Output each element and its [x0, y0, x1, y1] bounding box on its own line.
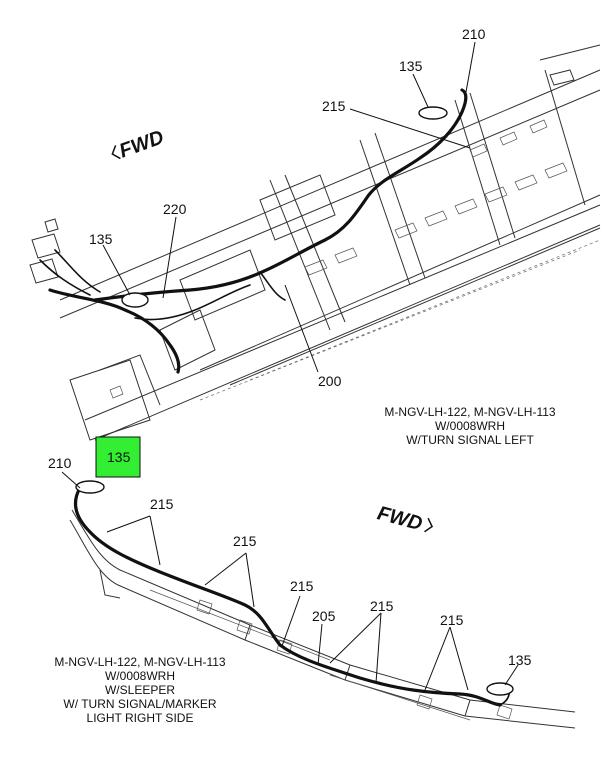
callout-205-bottom: 205	[312, 608, 336, 624]
bottom-caption: M-NGV-LH-122, M-NGV-LH-113 W/0008WRH W/S…	[54, 655, 225, 725]
callout-220-top: 220	[163, 201, 187, 217]
bottom-callouts: 210 215 215 215 205 215 215 135	[48, 455, 532, 691]
top-caption-line-2: W/0008WRH	[435, 419, 505, 433]
bottom-lamp-front	[75, 480, 105, 494]
callout-215-bottom-3: 215	[290, 578, 314, 594]
top-caption: M-NGV-LH-122, M-NGV-LH-113 W/0008WRH W/T…	[384, 405, 555, 447]
bottom-caption-line-4: W/ TURN SIGNAL/MARKER	[63, 697, 216, 711]
bottom-caption-line-3: W/SLEEPER	[105, 683, 175, 697]
callout-135-top-front: 135	[89, 231, 113, 247]
top-chassis-frame	[29, 44, 601, 441]
callout-135-top-rear: 135	[399, 58, 423, 74]
top-caption-line-3: W/TURN SIGNAL LEFT	[406, 433, 534, 447]
callout-215-bottom-5: 215	[440, 612, 464, 628]
callout-215-bottom-1: 215	[150, 496, 174, 512]
top-harness	[39, 88, 468, 374]
callout-215-bottom-2: 215	[233, 533, 257, 549]
bottom-fwd-indicator: FWD	[375, 502, 434, 535]
highlight-callout-135: 135	[107, 449, 131, 465]
bottom-lamp-rear	[486, 682, 514, 696]
callout-210-top: 210	[462, 26, 486, 42]
highlight-callout-box[interactable]	[95, 436, 141, 478]
top-fwd-label: FWD	[116, 126, 166, 162]
callout-215-top: 215	[322, 98, 346, 114]
top-caption-line-1: M-NGV-LH-122, M-NGV-LH-113	[384, 405, 555, 419]
callout-200-top: 200	[318, 373, 342, 389]
bottom-caption-line-1: M-NGV-LH-122, M-NGV-LH-113	[54, 655, 225, 669]
bottom-fwd-label: FWD	[375, 502, 425, 535]
top-fwd-indicator: FWD	[111, 126, 167, 163]
callout-135-bottom-rear: 135	[508, 652, 532, 668]
bottom-caption-line-5: LIGHT RIGHT SIDE	[87, 711, 194, 725]
callout-210-bottom: 210	[48, 455, 72, 471]
callout-215-bottom-4: 215	[370, 598, 394, 614]
top-lamp-rear	[418, 106, 448, 120]
top-lamp-front	[121, 292, 149, 308]
bottom-caption-line-2: W/0008WRH	[105, 669, 175, 683]
top-callouts: 210 135 215 220 135 200	[89, 26, 486, 389]
